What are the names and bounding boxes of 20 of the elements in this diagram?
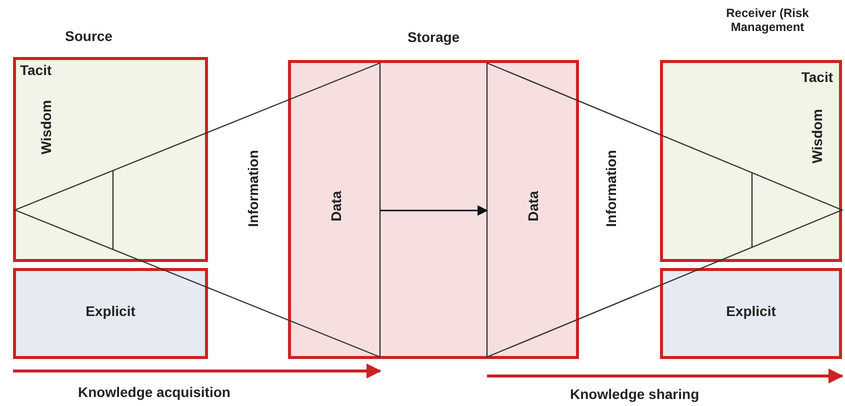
section-heading: Source	[65, 28, 112, 44]
vertical-label: Data	[525, 191, 541, 222]
vertical-label: Data	[328, 191, 344, 222]
vertical-label: Information	[603, 150, 619, 227]
panel-heading: Tacit	[801, 69, 833, 85]
panel-heading: Explicit	[84, 303, 136, 319]
panel-heading: Storage	[406, 29, 461, 45]
vertical-label: Wisdom	[809, 109, 825, 164]
panel-heading: Tacit	[20, 62, 52, 78]
arrow-caption: Knowledge acquisition	[78, 384, 230, 400]
explicit-panel	[660, 268, 842, 359]
panel-heading: Explicit	[725, 303, 777, 319]
arrow	[380, 205, 488, 216]
tacit-panel	[660, 60, 842, 262]
vertical-label: Information	[245, 150, 261, 227]
explicit-panel	[13, 268, 208, 359]
tacit-panel	[13, 57, 208, 262]
section-heading: Receiver (Risk Management	[725, 6, 810, 34]
arrow-caption: Knowledge sharing	[570, 386, 700, 402]
vertical-label: Wisdom	[38, 100, 54, 154]
